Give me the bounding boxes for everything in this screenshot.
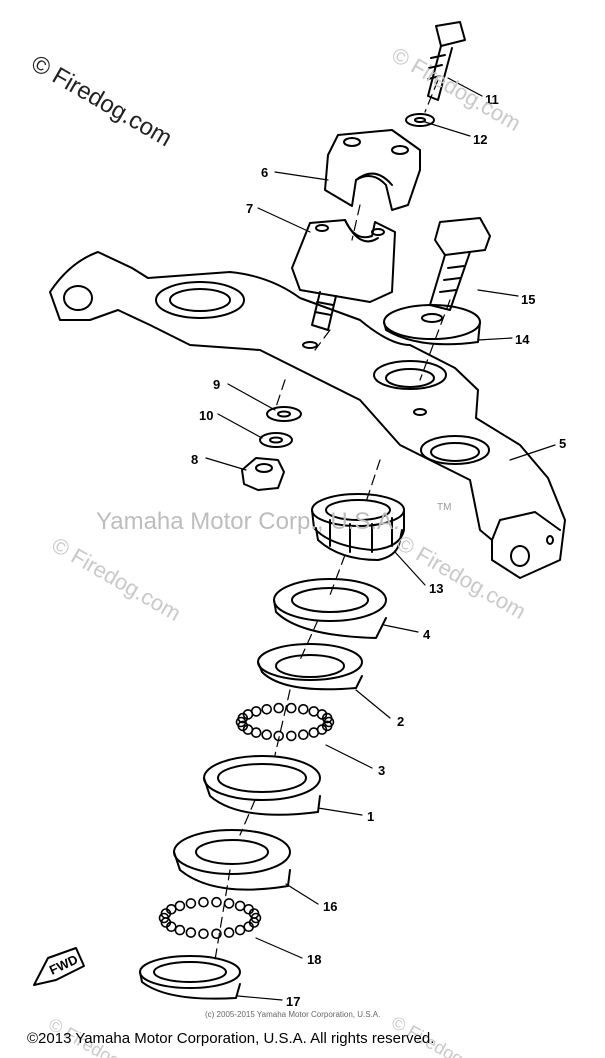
steel-ball <box>261 703 273 715</box>
part-9-washer <box>266 406 302 422</box>
part-8-nut <box>241 457 285 491</box>
company-watermark: Yamaha Motor Corp., U.S.A. <box>96 508 400 535</box>
steel-ball <box>297 729 309 741</box>
steel-ball <box>243 921 254 933</box>
callout-16: 16 <box>323 899 337 914</box>
steel-ball <box>166 903 177 915</box>
steel-ball <box>211 928 222 940</box>
callout-18: 18 <box>307 952 321 967</box>
part-11-bolt <box>427 21 466 101</box>
callout-11: 11 <box>485 92 499 107</box>
steel-ball <box>185 898 197 909</box>
steel-ball <box>234 924 246 936</box>
part-5-upper-bracket <box>49 251 566 579</box>
steel-ball <box>273 730 285 742</box>
part-18-steel-balls <box>158 896 262 940</box>
leader-lines <box>205 77 556 1001</box>
callout-12: 12 <box>473 132 487 147</box>
trademark-mark: TM <box>437 502 452 513</box>
steel-ball <box>285 702 297 714</box>
steel-ball <box>223 927 235 938</box>
fwd-arrow-icon: FWD <box>33 947 85 986</box>
part-2-ball-race <box>257 643 363 691</box>
part-1-ball-race <box>203 755 321 816</box>
part-17-ball-race <box>139 955 241 1000</box>
steel-ball <box>174 900 186 912</box>
steel-ball <box>261 729 273 741</box>
steel-ball <box>198 896 209 908</box>
callout-14: 14 <box>515 332 530 347</box>
callout-8: 8 <box>191 452 198 467</box>
callout-4: 4 <box>423 627 431 642</box>
footer-copyright: ©2013 Yamaha Motor Corporation, U.S.A. A… <box>27 1030 435 1047</box>
steel-ball <box>198 928 209 940</box>
steel-ball <box>273 702 285 714</box>
part-16-ball-race <box>173 829 291 891</box>
part-12-washer <box>405 113 435 127</box>
part-10-lock-washer <box>259 432 293 448</box>
steel-ball <box>308 727 320 738</box>
callout-5: 5 <box>559 436 566 451</box>
steel-ball <box>211 896 222 908</box>
callout-2: 2 <box>397 714 404 729</box>
fwd-label: FWD <box>47 952 80 978</box>
steel-ball <box>185 927 197 938</box>
steel-ball <box>297 703 309 715</box>
part-3-steel-balls <box>235 702 335 742</box>
part-4-dust-seal <box>273 578 387 639</box>
callout-3: 3 <box>378 763 385 778</box>
part-15-bolt <box>429 217 491 311</box>
small-copyright-notice: (c) 2005-2015 Yamaha Motor Corporation, … <box>205 1010 381 1019</box>
callout-15: 15 <box>521 292 535 307</box>
steel-ball <box>285 730 297 742</box>
callout-13: 13 <box>429 581 443 596</box>
part-14-washer <box>383 304 481 346</box>
callout-9: 9 <box>213 377 220 392</box>
part-6-upper-holder <box>324 129 421 211</box>
steel-ball <box>248 908 260 919</box>
callout-7: 7 <box>246 201 253 216</box>
steel-ball <box>223 898 235 909</box>
steel-ball <box>250 706 262 717</box>
part-7-lower-holder <box>291 219 396 331</box>
callout-labels: 11 12 6 7 15 14 9 10 8 5 13 4 2 3 1 16 1… <box>191 92 566 1009</box>
callout-6: 6 <box>261 165 268 180</box>
callout-17: 17 <box>286 994 300 1009</box>
steel-ball <box>234 900 246 912</box>
callout-1: 1 <box>367 809 374 824</box>
callout-10: 10 <box>199 408 213 423</box>
steel-ball <box>321 712 333 724</box>
part-13-ring-nut <box>311 493 405 561</box>
steel-ball <box>174 924 186 936</box>
